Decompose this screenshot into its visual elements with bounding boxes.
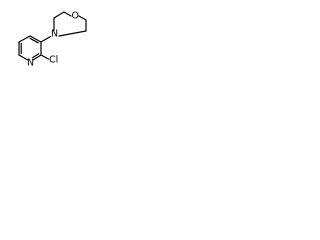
bond-c4-c5: [18, 35, 31, 43]
morpholine-oxygen-label: O: [72, 11, 79, 22]
bond-c-bottom-n: [58, 30, 87, 37]
morpholine-ring: [53, 11, 87, 37]
bond-c-left-c-top: [53, 11, 65, 19]
pyridine-ring: [18, 35, 42, 61]
double-bond-n1-c2: [32, 53, 40, 59]
bond-c2-cl: [40, 54, 50, 60]
bond-n1-c2: [32, 54, 42, 61]
bond-c3-morpholine-n: [40, 35, 52, 43]
bond-c3-c4: [29, 35, 42, 43]
chlorine-label: Cl: [49, 55, 58, 66]
pyridine-nitrogen-label: N: [27, 58, 34, 69]
bond-o-c-right: [78, 15, 87, 21]
double-bond-c3-c4: [29, 37, 39, 44]
bond-c-top-o: [63, 11, 72, 17]
chemical-structure-diagram: O N N Cl: [18, 11, 87, 69]
morpholine-nitrogen-label: N: [51, 29, 58, 40]
bond-c6-n1: [18, 54, 28, 61]
